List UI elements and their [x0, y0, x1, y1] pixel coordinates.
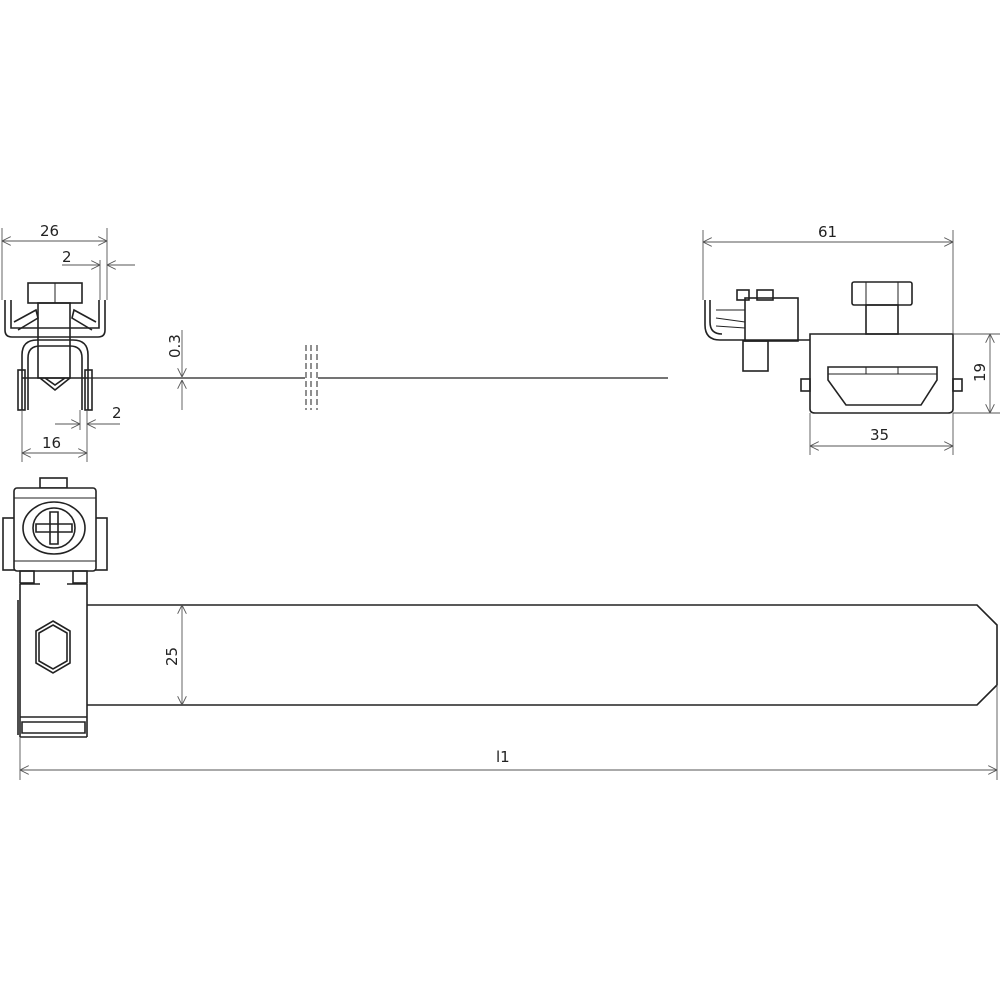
side-body	[809, 333, 954, 414]
bracket-wings	[13, 308, 97, 331]
side-stud	[742, 340, 769, 372]
dim-front-wall: 2	[62, 248, 72, 266]
dim-strip-thickness: 0.3	[166, 334, 184, 358]
side-slot	[827, 366, 938, 406]
dim-front-inner-width: 16	[42, 434, 61, 452]
strip-clamp	[22, 377, 88, 392]
grounding-strip	[87, 604, 998, 706]
front-view	[4, 282, 668, 411]
screw-head	[32, 507, 76, 549]
clamp-side	[19, 584, 88, 737]
screw-washer	[22, 501, 86, 555]
dim-side-total-width: 61	[818, 223, 837, 241]
side-hook	[704, 300, 810, 341]
side-dimensions: 61 19 35	[702, 223, 1000, 455]
clamp-housing	[13, 487, 97, 572]
top-view	[2, 477, 998, 780]
dim-total-length: l1	[496, 748, 510, 766]
dim-strip-width: 25	[163, 647, 181, 666]
stirrup	[21, 339, 89, 410]
dim-front-lower-wall: 2	[112, 404, 122, 422]
top-dimensions: 25 l1	[19, 605, 997, 780]
clamp-bracket	[4, 300, 106, 338]
dim-side-height: 19	[971, 363, 989, 382]
break-lines	[305, 345, 318, 410]
side-view	[704, 281, 963, 414]
dim-front-width: 26	[40, 222, 59, 240]
hex-nut	[38, 624, 68, 670]
front-dimensions: 26 2 0.3 2 16	[1, 222, 184, 462]
side-nut	[851, 281, 913, 306]
dim-side-body-width: 35	[870, 426, 889, 444]
phillips-cross-icon	[35, 511, 73, 545]
top-tab	[39, 477, 68, 489]
